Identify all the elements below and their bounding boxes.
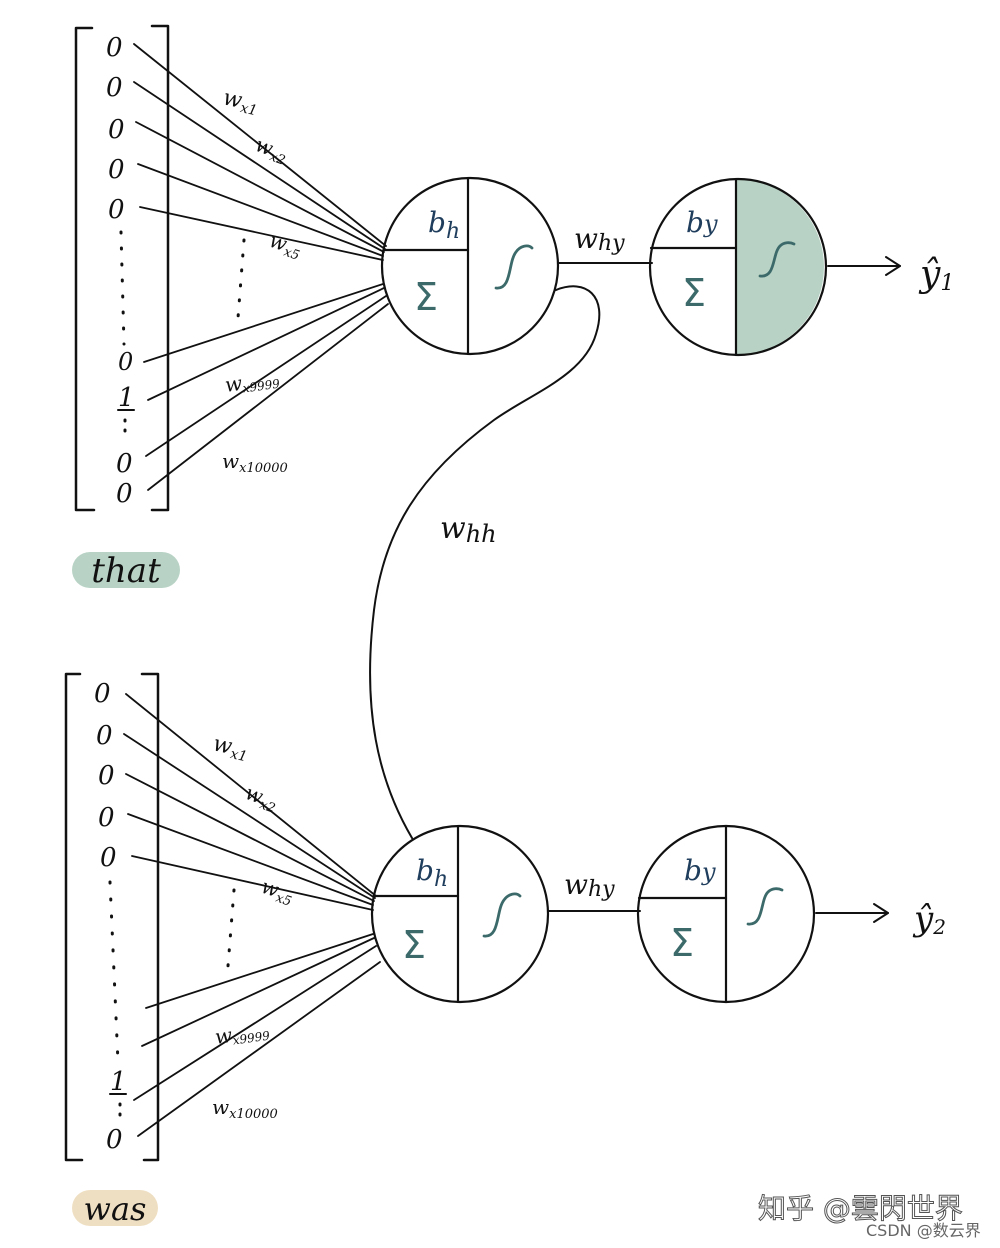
top-weight-label: wx1 <box>220 85 260 119</box>
bottom-output-label: ŷ2 <box>912 899 946 939</box>
bottom-weight-label: wx1 <box>210 731 250 765</box>
top-vector-entry: 0 <box>106 33 123 63</box>
recurrent-connection: whh <box>369 285 601 839</box>
top-output-activation-fill <box>736 179 824 355</box>
bottom-unrolled-step: 0 0 0 0 0 1 0 wx1 wx2 wx5 wx9999 wx10000… <box>64 672 946 1228</box>
top-weights-ellipsis <box>236 238 246 320</box>
top-hidden-neuron: bh Σ <box>380 176 560 356</box>
top-input-weight-lines <box>133 43 389 491</box>
bottom-output-neuron: by Σ <box>636 824 816 1004</box>
top-vector-entry: 0 <box>108 155 125 185</box>
bottom-input-weight-lines <box>123 693 381 1137</box>
top-output-label: ŷ1 <box>918 254 954 296</box>
bottom-weight-label: wx5 <box>258 874 297 910</box>
top-weight-label: wx10000 <box>222 449 288 476</box>
top-hidden-sum: Σ <box>414 275 438 319</box>
bottom-word-pill <box>72 1190 158 1226</box>
bottom-weights-ellipsis <box>226 888 236 968</box>
bottom-output-bias: by <box>684 854 716 887</box>
top-vector-entry: 0 <box>108 115 125 145</box>
bottom-hidden-bias: bh <box>416 854 448 892</box>
bottom-output-sigmoid-icon <box>746 887 784 926</box>
top-output-bias: by <box>686 206 718 239</box>
top-unrolled-step: 0 0 0 0 0 0 1 0 0 wx1 wx2 wx5 wx9999 wx1… <box>72 24 954 591</box>
top-vector-ellipsis <box>119 230 126 346</box>
bottom-output-activation-fill <box>726 827 814 1003</box>
bottom-vector-entry: 0 <box>98 761 115 791</box>
top-vector-entry: 0 <box>106 73 123 103</box>
top-weight-label: wx5 <box>266 228 305 264</box>
top-vector-entry: 0 <box>116 449 133 479</box>
bottom-vector-entry: 0 <box>100 843 117 873</box>
watermark-zhihu: 知乎 @雲閃世界 <box>758 1192 963 1225</box>
top-right-bracket <box>150 24 170 512</box>
top-weight-label: wx2 <box>251 132 291 169</box>
bottom-output-arrowhead <box>873 903 889 923</box>
top-word-pill <box>72 552 180 588</box>
top-output-neuron: by Σ <box>648 177 828 357</box>
bottom-weight-label: wx2 <box>241 780 281 817</box>
bottom-vector-ellipsis <box>108 880 120 1064</box>
top-output-sigmoid-icon <box>758 241 796 278</box>
bottom-left-bracket <box>64 672 84 1162</box>
top-w-hy-label: why <box>574 222 625 256</box>
top-vector-entry-one: 1 <box>118 383 135 413</box>
top-vector-entry: 0 <box>118 348 133 376</box>
top-hidden-sigmoid-icon <box>494 244 534 290</box>
bottom-vector-entry: 0 <box>96 721 113 751</box>
bottom-vector-entry: 0 <box>98 803 115 833</box>
recurrent-loop-line <box>369 285 601 839</box>
bottom-right-bracket <box>140 672 160 1162</box>
top-vector-entry: 0 <box>108 195 125 225</box>
bottom-weight-label: wx9999 <box>213 1018 271 1050</box>
bottom-w-hy-label: why <box>564 868 615 902</box>
top-left-bracket <box>74 26 96 512</box>
top-word: that <box>91 551 161 591</box>
bottom-vector-entry-one: 1 <box>110 1067 127 1097</box>
top-output-sum: Σ <box>682 271 706 315</box>
bottom-word: was <box>84 1190 147 1228</box>
bottom-hidden-sum: Σ <box>402 923 426 967</box>
bottom-vector-entry: 0 <box>106 1125 123 1155</box>
top-hidden-bias: bh <box>428 206 460 244</box>
bottom-vector-entry: 0 <box>94 679 111 709</box>
bottom-weight-label: wx10000 <box>212 1095 278 1122</box>
bottom-output-sum: Σ <box>670 921 694 965</box>
bottom-hidden-neuron: bh Σ <box>370 824 550 1004</box>
top-vector-entry: 0 <box>116 479 133 509</box>
top-output-arrowhead <box>885 256 901 276</box>
watermark: 知乎 @雲閃世界 CSDN @数云界 <box>758 1192 981 1241</box>
recurrent-weight-label: whh <box>440 511 497 548</box>
bottom-hidden-sigmoid-icon <box>482 892 522 938</box>
top-weight-label: wx9999 <box>223 366 281 398</box>
watermark-csdn: CSDN @数云界 <box>866 1221 981 1240</box>
